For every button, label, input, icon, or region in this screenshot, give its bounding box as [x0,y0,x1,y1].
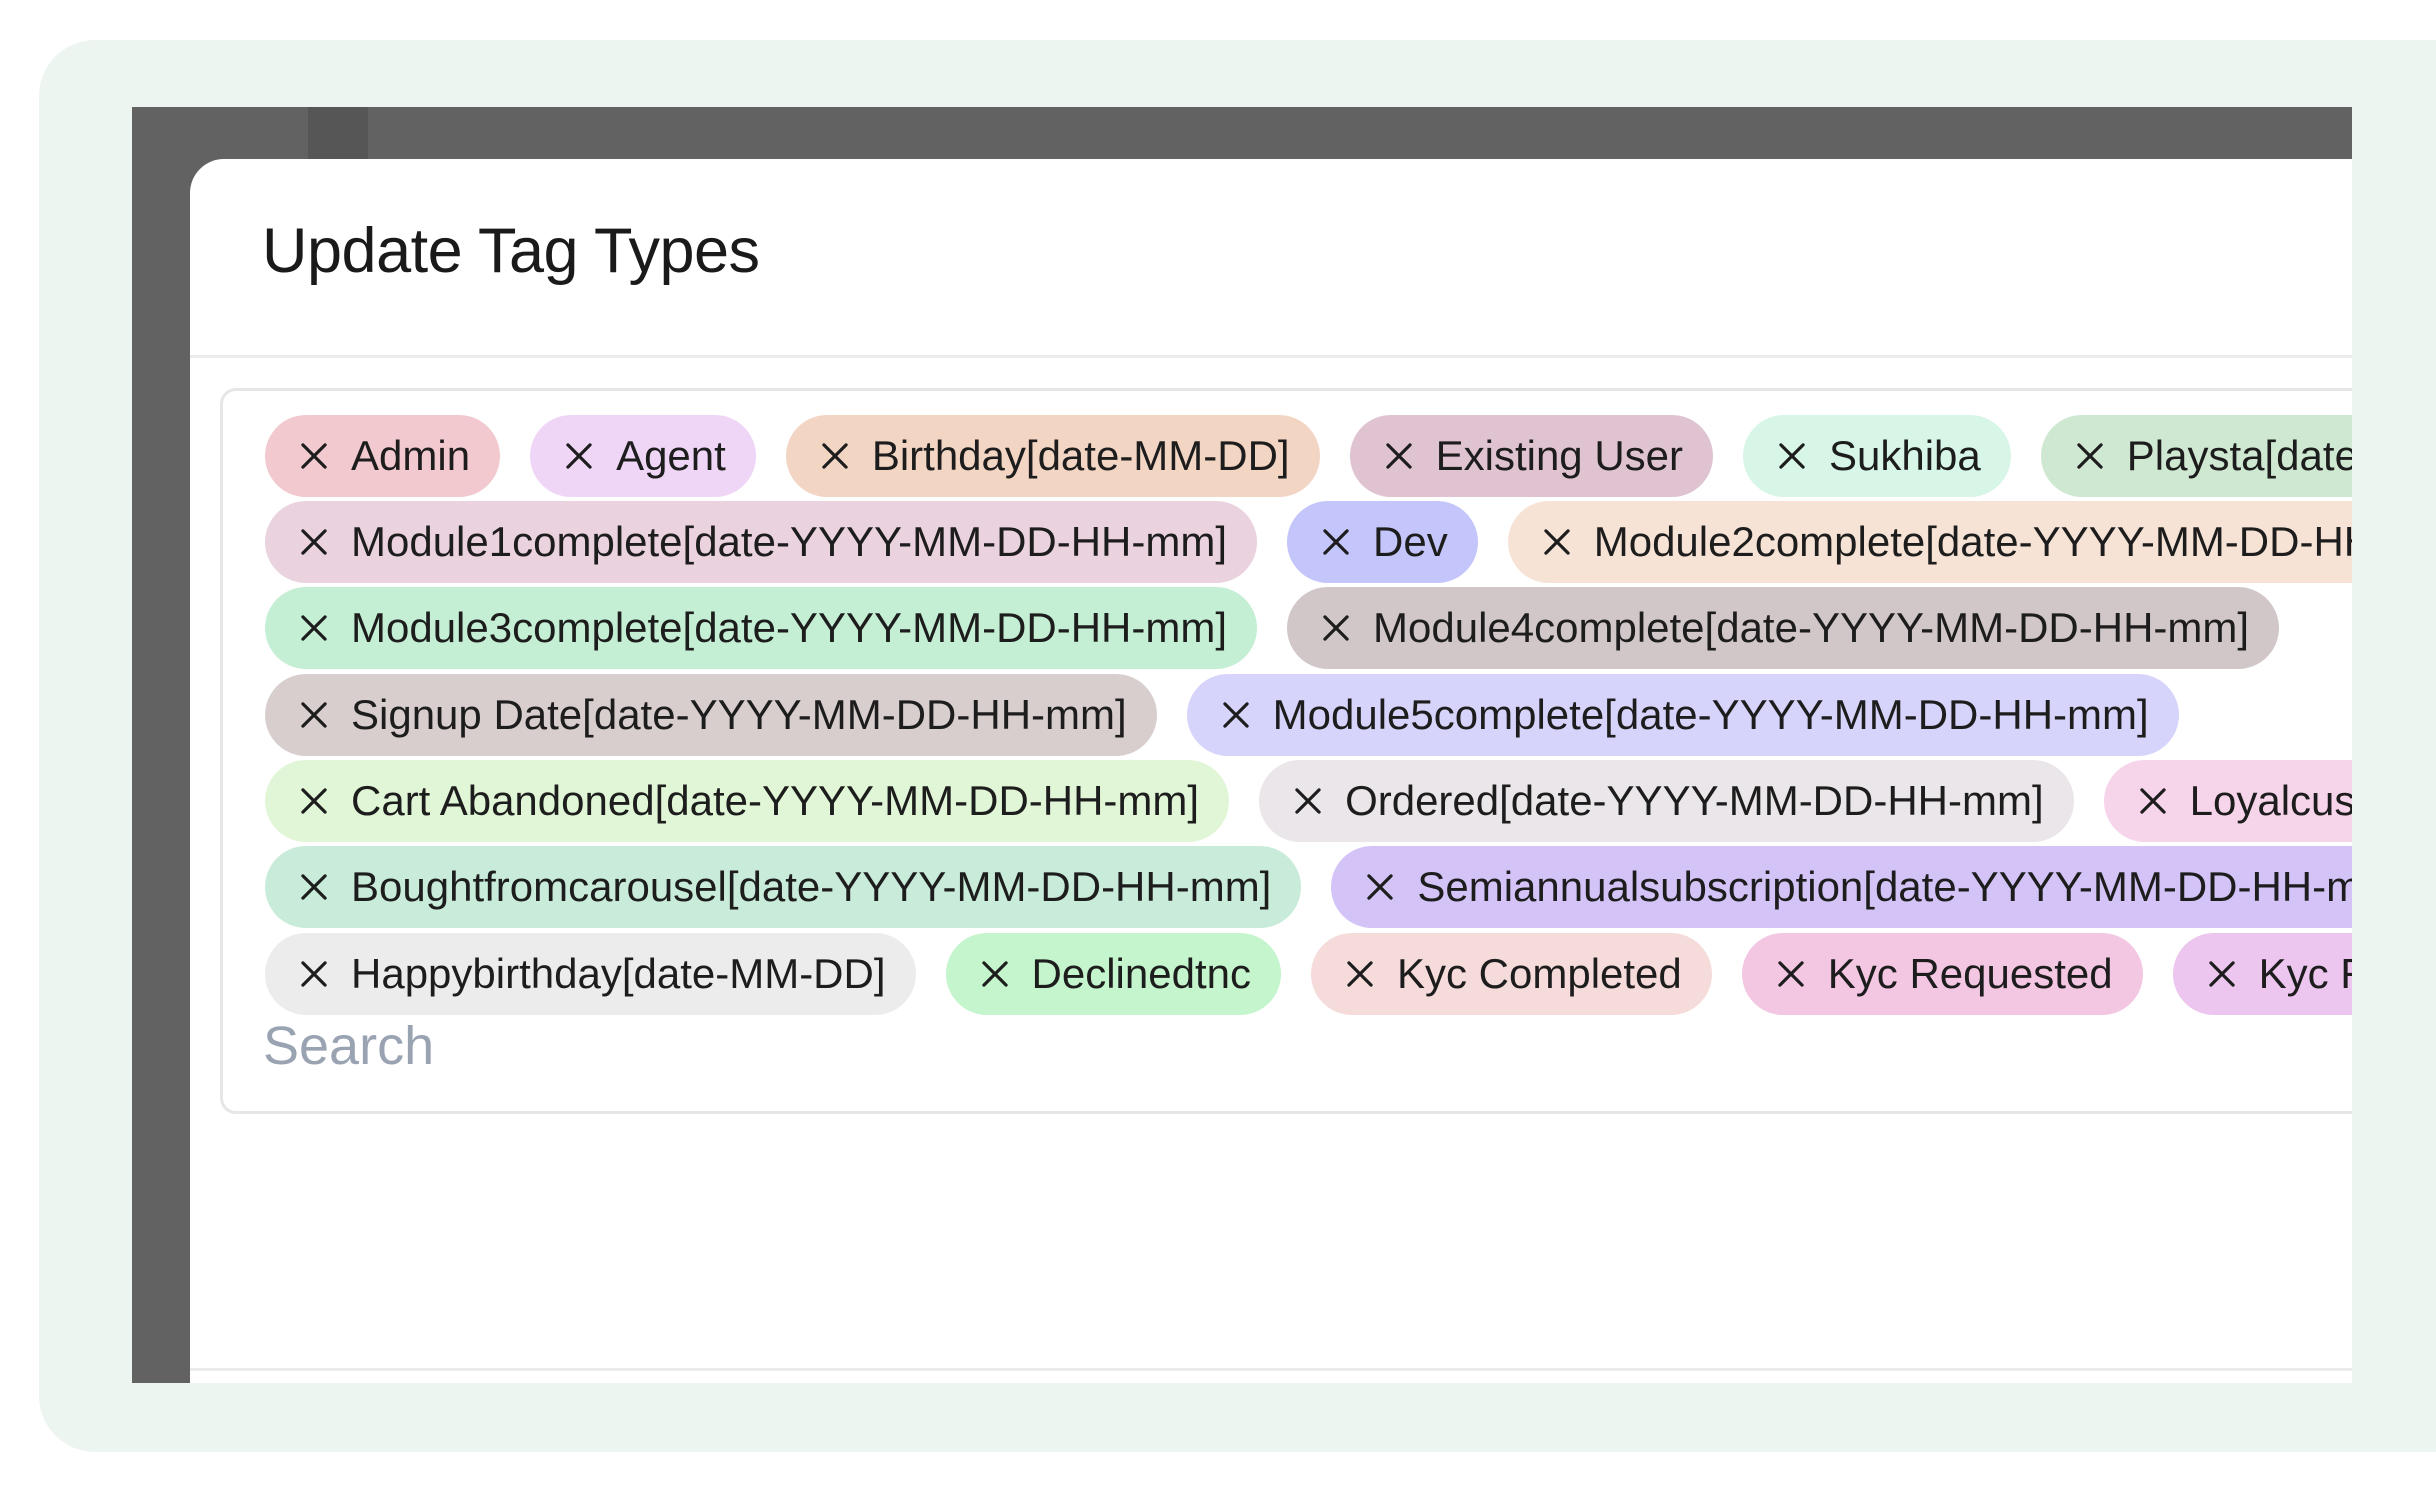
remove-tag-icon[interactable] [1380,437,1418,475]
tag-chip-label: Cart Abandoned[date-YYYY-MM-DD-HH-mm] [351,776,1200,824]
tag-chip: Admin [265,414,501,497]
tag-chip-label: Dev [1373,517,1448,565]
remove-tag-icon[interactable] [976,955,1014,993]
tag-chip: Module4complete[date-YYYY-MM-DD-HH-mm] [1287,587,2280,670]
tag-chip-label: Semiannualsubscription[date-YYYY-MM-DD-H… [1417,863,2352,911]
modal-title: Update Tag Types [262,216,760,286]
tag-chip-label: Boughtfromcarousel[date-YYYY-MM-DD-HH-mm… [351,863,1272,911]
modal-header: Update Tag Types [190,159,2352,358]
tag-row: Boughtfromcarousel[date-YYYY-MM-DD-HH-mm… [265,846,2352,929]
tag-chip: Existing User [1349,414,1713,497]
backdrop-shade [308,107,368,159]
tag-chip-label: Signup Date[date-YYYY-MM-DD-HH-mm] [351,690,1127,738]
page-backdrop-overlay: Update Tag Types Admin Agent Birthday[date… [132,107,2352,1383]
tag-chip-label: Module1complete[date-YYYY-MM-DD-HH-mm] [351,517,1228,565]
remove-tag-icon[interactable] [1772,955,1810,993]
tag-chip-label: Admin [351,431,471,479]
tag-chip: Kyc Rejected [2172,932,2352,1015]
tag-row: Cart Abandoned[date-YYYY-MM-DD-HH-mm] Ord… [265,759,2352,842]
tag-chip: Playsta[date-YYYY-MM-DD-HH-mm] [2040,414,2352,497]
tag-row: Admin Agent Birthday[date-MM-DD] Existing U… [265,414,2352,497]
tag-chip: Loyalcustomer [2103,759,2352,842]
tag-row: Signup Date[date-YYYY-MM-DD-HH-mm] Module… [265,673,2209,756]
tag-chip: Module1complete[date-YYYY-MM-DD-HH-mm] [265,500,1258,583]
remove-tag-icon[interactable] [1317,523,1355,561]
tag-chip-label: Playsta[date-YYYY-MM-DD-HH-mm] [2126,431,2352,479]
remove-tag-icon[interactable] [295,437,333,475]
tag-search-input[interactable] [263,1011,1663,1081]
remove-tag-icon[interactable] [1773,437,1811,475]
remove-tag-icon[interactable] [295,696,333,734]
footer-divider [190,1368,2352,1371]
tag-chip-label: Declinedtnc [1031,949,1251,997]
tag-chip: Signup Date[date-YYYY-MM-DD-HH-mm] [265,673,1157,756]
remove-tag-icon[interactable] [2071,437,2109,475]
tag-multiselect[interactable]: Admin Agent Birthday[date-MM-DD] Existing U… [220,388,2352,1114]
tag-chip: Agent [530,414,756,497]
tag-chip: Birthday[date-MM-DD] [785,414,1320,497]
remove-tag-icon[interactable] [816,437,854,475]
remove-tag-icon[interactable] [295,868,333,906]
update-tag-types-modal: Update Tag Types Admin Agent Birthday[date… [190,159,2352,1383]
tag-chip: Happybirthday[date-MM-DD] [265,932,916,1015]
tag-chip-label: Module5complete[date-YYYY-MM-DD-HH-mm] [1272,690,2149,738]
remove-tag-icon[interactable] [560,437,598,475]
remove-tag-icon[interactable] [2134,782,2172,820]
tag-chip-label: Existing User [1435,431,1683,479]
tag-chip-label: Birthday[date-MM-DD] [871,431,1290,479]
tag-chip-label: Kyc Completed [1396,949,1682,997]
tag-chip: Ordered[date-YYYY-MM-DD-HH-mm] [1259,759,2074,842]
remove-tag-icon[interactable] [1289,782,1327,820]
tag-chip: Kyc Completed [1310,932,1712,1015]
tag-chip-label: Module2complete[date-YYYY-MM-DD-HH-mm] [1593,517,2352,565]
remove-tag-icon[interactable] [1361,868,1399,906]
tag-chip-label: Ordered[date-YYYY-MM-DD-HH-mm] [1345,776,2044,824]
tag-chip: Boughtfromcarousel[date-YYYY-MM-DD-HH-mm… [265,846,1302,929]
tag-chip: Module2complete[date-YYYY-MM-DD-HH-mm] [1507,500,2352,583]
tag-chip-label: Agent [616,431,726,479]
tag-chip: Dev [1287,500,1478,583]
tag-chip-label: Loyalcustomer [2189,776,2352,824]
tag-chip: Declinedtnc [945,932,1281,1015]
remove-tag-icon[interactable] [1538,523,1576,561]
tag-row: Module3complete[date-YYYY-MM-DD-HH-mm] Mo… [265,587,2309,670]
tag-chip-label: Kyc Rejected [2258,949,2352,997]
tag-chip: Cart Abandoned[date-YYYY-MM-DD-HH-mm] [265,759,1230,842]
remove-tag-icon[interactable] [1317,609,1355,647]
tag-chip-label: Kyc Requested [1827,949,2113,997]
tag-row: Happybirthday[date-MM-DD] Declinedtnc Kyc … [265,932,2352,1015]
remove-tag-icon[interactable] [295,609,333,647]
tag-chip-label: Module3complete[date-YYYY-MM-DD-HH-mm] [351,604,1228,652]
tag-chip: Sukhiba [1743,414,2011,497]
tag-chip: Semiannualsubscription[date-YYYY-MM-DD-H… [1331,846,2352,929]
remove-tag-icon[interactable] [295,523,333,561]
tag-chip-label: Happybirthday[date-MM-DD] [351,949,886,997]
remove-tag-icon[interactable] [2203,955,2241,993]
remove-tag-icon[interactable] [295,782,333,820]
remove-tag-icon[interactable] [1341,955,1379,993]
remove-tag-icon[interactable] [1217,696,1255,734]
tag-chip: Kyc Requested [1741,932,2143,1015]
remove-tag-icon[interactable] [295,955,333,993]
tag-chip: Module3complete[date-YYYY-MM-DD-HH-mm] [265,587,1258,670]
tag-row: Module1complete[date-YYYY-MM-DD-HH-mm] De… [265,500,2352,583]
tag-chip-label: Sukhiba [1829,431,1981,479]
tag-chip-label: Module4complete[date-YYYY-MM-DD-HH-mm] [1373,604,2250,652]
tag-chip: Module5complete[date-YYYY-MM-DD-HH-mm] [1186,673,2179,756]
